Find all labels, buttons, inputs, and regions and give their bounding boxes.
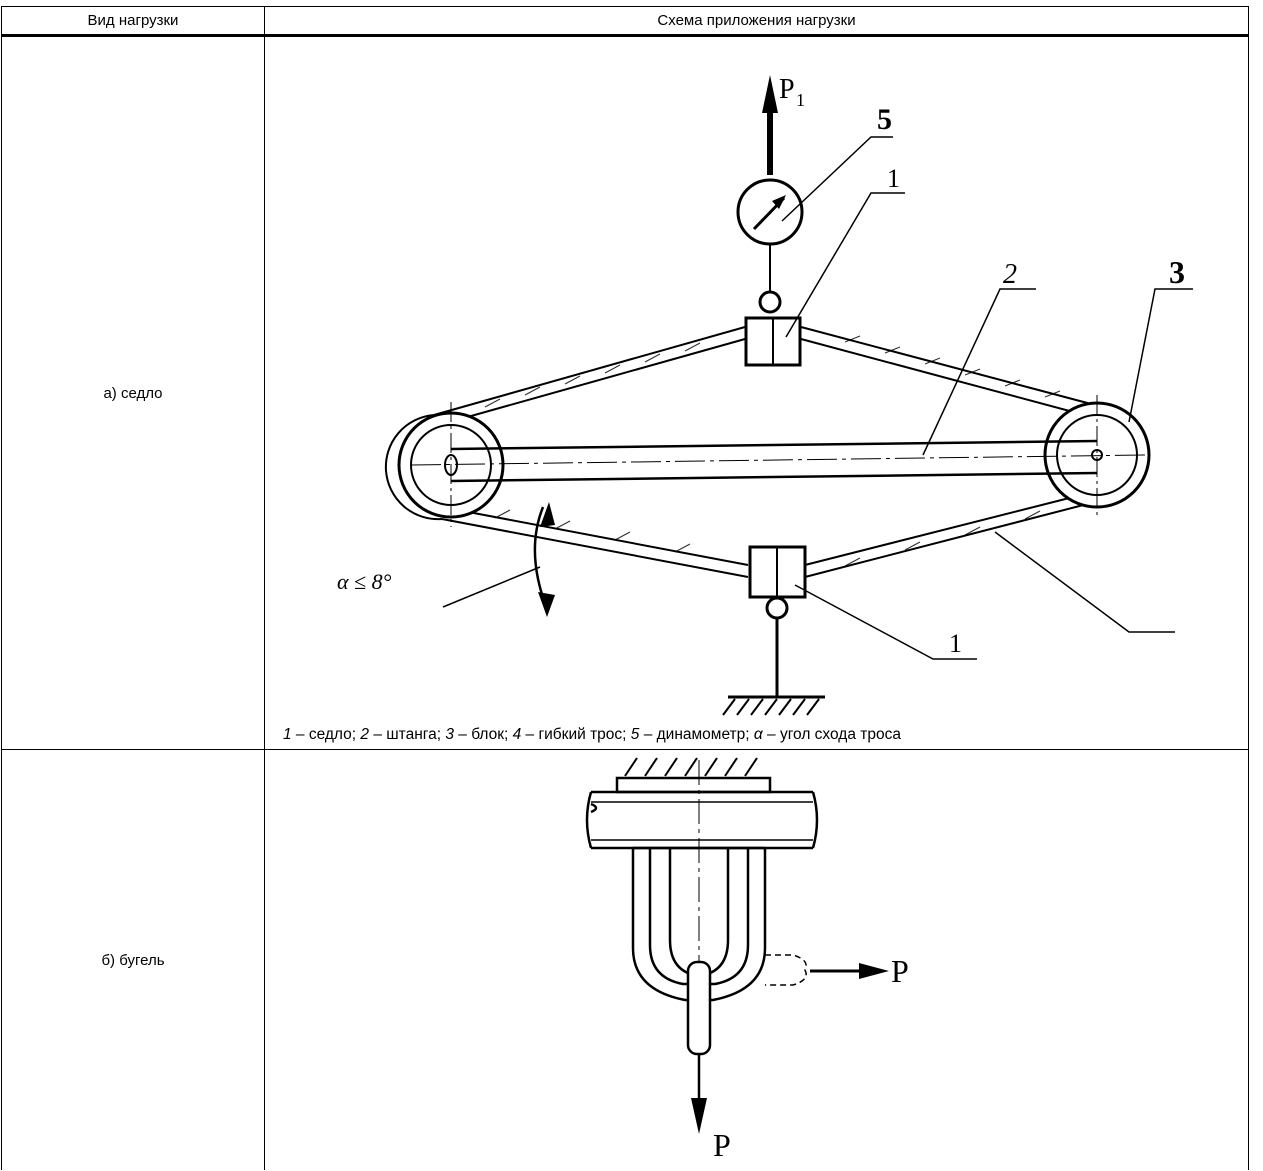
legend-text-3: – блок; <box>453 726 513 743</box>
top-support-hatch <box>617 757 770 779</box>
force-label-p1-subscript: 1 <box>796 90 805 110</box>
legend-num-alpha: α <box>753 726 763 743</box>
ground-anchor <box>722 596 825 716</box>
legend-text-1: – седло; <box>291 726 361 743</box>
angle-label: α ≤ 8° <box>337 569 392 594</box>
rod <box>410 395 1146 527</box>
header-load-scheme: Схема приложения нагрузки <box>264 6 1249 37</box>
horizontal-force-arrow <box>810 963 889 979</box>
callout-rod: 2 <box>1003 259 1017 290</box>
force-arrow-p1 <box>762 75 778 175</box>
load-type-saddle: а) седло <box>1 35 265 750</box>
stirrup <box>631 848 767 1002</box>
legend-num-1: 1 <box>283 726 292 743</box>
legend-num-5: 5 <box>630 726 640 743</box>
callout-dynamometer: 5 <box>877 103 892 136</box>
force-label-vertical: P <box>713 1127 731 1163</box>
legend-num-4: 4 <box>512 726 522 743</box>
saddle-legend: 1 – седло; 2 – штанга; 3 – блок; 4 – гиб… <box>283 726 901 744</box>
saddle-bottom <box>748 545 807 599</box>
legend-num-2: 2 <box>360 726 370 743</box>
legend-text-2: – штанга; <box>369 726 446 743</box>
saddle-top <box>744 316 802 367</box>
angle-arrow <box>442 502 555 617</box>
legend-num-3: 3 <box>445 726 454 743</box>
stirrup-scheme-cell: P P <box>264 749 1249 1170</box>
legend-text-alpha: – угол схода троса <box>762 726 901 743</box>
beam <box>585 776 819 850</box>
force-label-p1: P <box>779 74 795 105</box>
callout-block: 3 <box>1169 254 1185 290</box>
stirrup-scheme-diagram: P P <box>585 757 909 1163</box>
row-saddle: а) седло P 1 <box>1 35 1249 750</box>
callout-saddle-top: 1 <box>887 164 900 193</box>
saddle-scheme-diagram: P 1 <box>337 74 1193 716</box>
load-type-stirrup: б) бугель <box>1 749 265 1170</box>
load-scheme-table: Вид нагрузки Схема приложения нагрузки а… <box>1 6 1249 1170</box>
legend-text-4: – гибкий трос; <box>521 726 631 743</box>
alternate-position <box>765 954 807 986</box>
callout-saddle-bottom: 1 <box>949 629 962 658</box>
legend-text-5: – динамометр; <box>639 726 754 743</box>
pin <box>686 960 712 1134</box>
callout-leaders <box>781 136 1193 660</box>
header-load-type: Вид нагрузки <box>1 6 265 37</box>
force-label-horizontal: P <box>891 953 909 989</box>
row-stirrup: б) бугель <box>1 749 1249 1170</box>
saddle-scheme-cell: P 1 <box>264 35 1249 750</box>
header-row: Вид нагрузки Схема приложения нагрузки <box>1 6 1249 37</box>
clipped-text-line <box>0 0 1263 5</box>
dynamometer <box>736 178 804 314</box>
